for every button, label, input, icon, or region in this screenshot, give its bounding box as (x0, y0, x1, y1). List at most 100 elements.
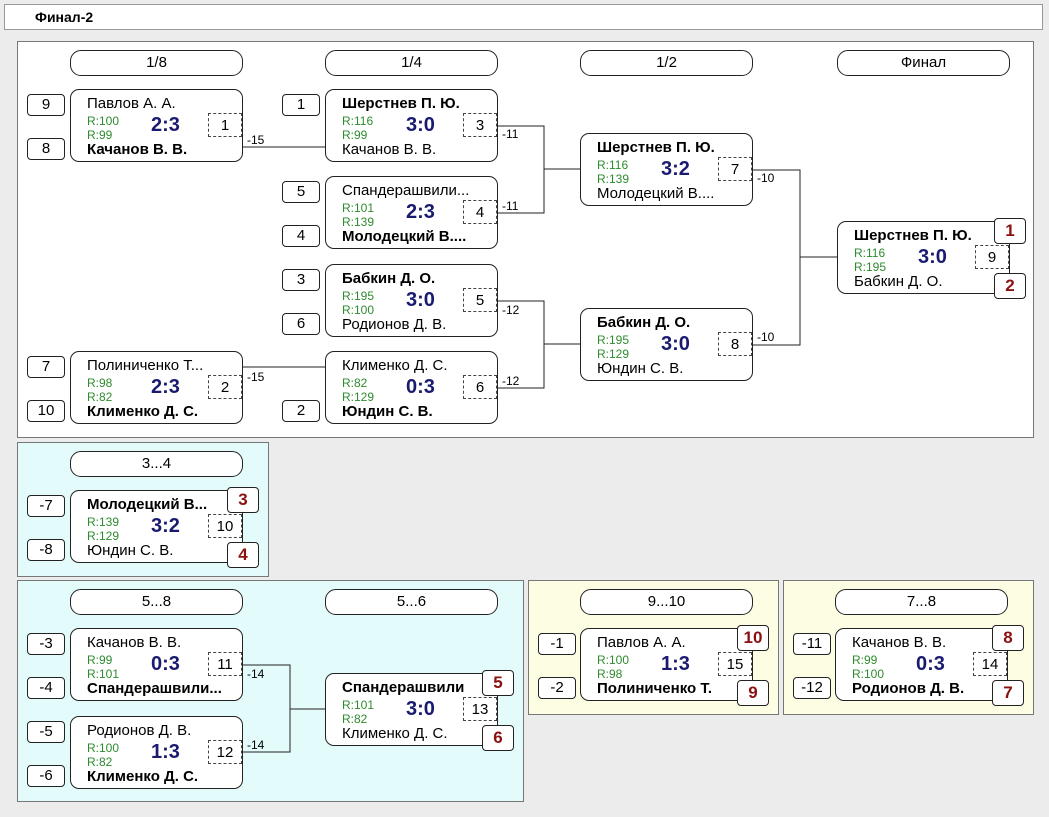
loser-label: -15 (247, 370, 265, 384)
place-badge: 3 (227, 487, 259, 513)
player-rating: R:195 (597, 333, 630, 347)
match-score: 2:3 (406, 201, 435, 223)
seed-box: -4 (27, 677, 65, 699)
player-name: Юндин С. В. (87, 542, 174, 559)
match-score: 3:0 (406, 289, 435, 311)
match-number: 6 (463, 375, 497, 399)
player-name: Родионов Д. В. (852, 680, 965, 697)
player-name: Шерстнев П. Ю. (597, 139, 715, 156)
place-badge: 7 (992, 680, 1024, 706)
player-name: Качанов В. В. (87, 141, 188, 158)
loser-label: -10 (757, 330, 775, 344)
match-number: 2 (208, 375, 242, 399)
seed-box: 5 (282, 181, 320, 203)
player-rating: R:99 (87, 128, 113, 142)
seed-box: 1 (282, 94, 320, 116)
place-badge: 2 (994, 273, 1026, 299)
loser-label: -12 (502, 374, 520, 388)
seed-box: -3 (27, 633, 65, 655)
match-card-final[interactable]: Шерстнев П. Ю. R:116 R:195 3:0 9 Бабкин … (837, 218, 1026, 299)
player-rating: R:98 (87, 376, 113, 390)
match-card[interactable]: Качанов В. В. R:99 R:100 0:3 14 Родионов… (835, 625, 1024, 706)
match-number: 13 (463, 697, 497, 721)
player-rating: R:99 (87, 653, 113, 667)
player-rating: R:195 (342, 289, 375, 303)
match-card[interactable]: Качанов В. В. R:99 R:101 0:3 11 Спандера… (70, 628, 243, 701)
match-card[interactable]: Родионов Д. В. R:100 R:82 1:3 12 Клименк… (70, 716, 243, 789)
player-name: Спандерашвили... (342, 182, 470, 199)
place-badge: 4 (227, 542, 259, 568)
place-badge: 10 (737, 625, 769, 651)
match-number: 1 (208, 113, 242, 137)
seed-box: 10 (27, 400, 65, 422)
loser-label: -10 (757, 171, 775, 185)
match-card[interactable]: Шерстнев П. Ю. R:116 R:139 3:2 7 Молодец… (580, 133, 753, 206)
player-name: Павлов А. А. (597, 634, 686, 651)
player-name: Юндин С. В. (597, 360, 684, 377)
player-name: Родионов Д. В. (87, 722, 192, 739)
match-card[interactable]: Спандерашвили R:101 R:82 3:0 13 Клименко… (325, 670, 514, 751)
seed-box: -8 (27, 539, 65, 561)
page-title: Финал-2 (35, 9, 94, 25)
stage-5-8: 5...8 (70, 589, 243, 615)
title-bar: Финал-2 (4, 4, 1043, 30)
seed-box: 4 (282, 225, 320, 247)
match-number: 10 (208, 514, 242, 538)
match-number: 5 (463, 288, 497, 312)
player-name: Молодецкий В.... (342, 228, 467, 245)
player-name: Родионов Д. В. (342, 316, 447, 333)
match-number: 7 (718, 157, 752, 181)
match-card[interactable]: Клименко Д. С. R:82 R:129 0:3 6 Юндин С.… (325, 351, 498, 424)
stage-quarterfinal: 1/4 (325, 50, 498, 76)
seed-box: 2 (282, 400, 320, 422)
stage-7-8: 7...8 (835, 589, 1008, 615)
player-name: Клименко Д. С. (342, 357, 448, 374)
seed-box: -6 (27, 765, 65, 787)
player-name: Юндин С. В. (342, 403, 433, 420)
player-rating: R:100 (852, 667, 885, 681)
player-name: Полиниченко Т... (87, 357, 204, 374)
match-card[interactable]: Спандерашвили... R:101 R:139 2:3 4 Молод… (325, 176, 498, 249)
match-score: 0:3 (406, 376, 435, 398)
player-rating: R:100 (87, 114, 120, 128)
player-rating: R:139 (342, 215, 375, 229)
match-score: 2:3 (151, 114, 180, 136)
player-rating: R:99 (852, 653, 878, 667)
match-number: 14 (973, 652, 1007, 676)
match-card[interactable]: Бабкин Д. О. R:195 R:129 3:0 8 Юндин С. … (580, 308, 753, 381)
match-number: 15 (718, 652, 752, 676)
seed-box: -2 (538, 677, 576, 699)
seed-box: 3 (282, 269, 320, 291)
player-name: Спандерашвили... (87, 680, 222, 697)
match-number: 11 (208, 652, 242, 676)
match-number: 3 (463, 113, 497, 137)
player-rating: R:129 (342, 390, 375, 404)
match-card[interactable]: Шерстнев П. Ю. R:116 R:99 3:0 3 Качанов … (325, 89, 498, 162)
player-rating: R:116 (342, 114, 374, 128)
seed-box: -7 (27, 495, 65, 517)
player-rating: R:100 (87, 741, 120, 755)
match-score: 0:3 (916, 653, 945, 675)
match-card[interactable]: Павлов А. А. R:100 R:99 2:3 1 Качанов В.… (70, 89, 243, 162)
seed-box: 8 (27, 138, 65, 160)
match-card[interactable]: Бабкин Д. О. R:195 R:100 3:0 5 Родионов … (325, 264, 498, 337)
player-name: Павлов А. А. (87, 95, 176, 112)
match-score: 3:2 (661, 158, 690, 180)
stage-round-of-16: 1/8 (70, 50, 243, 76)
seed-box: -12 (793, 677, 831, 699)
match-card[interactable]: Молодецкий В... R:139 R:129 3:2 10 Юндин… (70, 487, 259, 568)
match-card[interactable]: Павлов А. А. R:100 R:98 1:3 15 Полиничен… (580, 625, 769, 706)
match-score: 3:0 (406, 698, 435, 720)
match-score: 3:0 (918, 246, 947, 268)
player-name: Клименко Д. С. (87, 403, 199, 420)
player-rating: R:100 (342, 303, 375, 317)
player-rating: R:82 (87, 390, 113, 404)
match-card[interactable]: Полиниченко Т... R:98 R:82 2:3 2 Клименк… (70, 351, 243, 424)
player-name: Полиниченко Т. (597, 680, 712, 697)
place-badge: 5 (482, 670, 514, 696)
player-rating: R:116 (854, 246, 886, 260)
match-score: 3:0 (661, 333, 690, 355)
player-name: Качанов В. В. (342, 141, 437, 158)
match-number: 12 (208, 740, 242, 764)
seed-box: 9 (27, 94, 65, 116)
